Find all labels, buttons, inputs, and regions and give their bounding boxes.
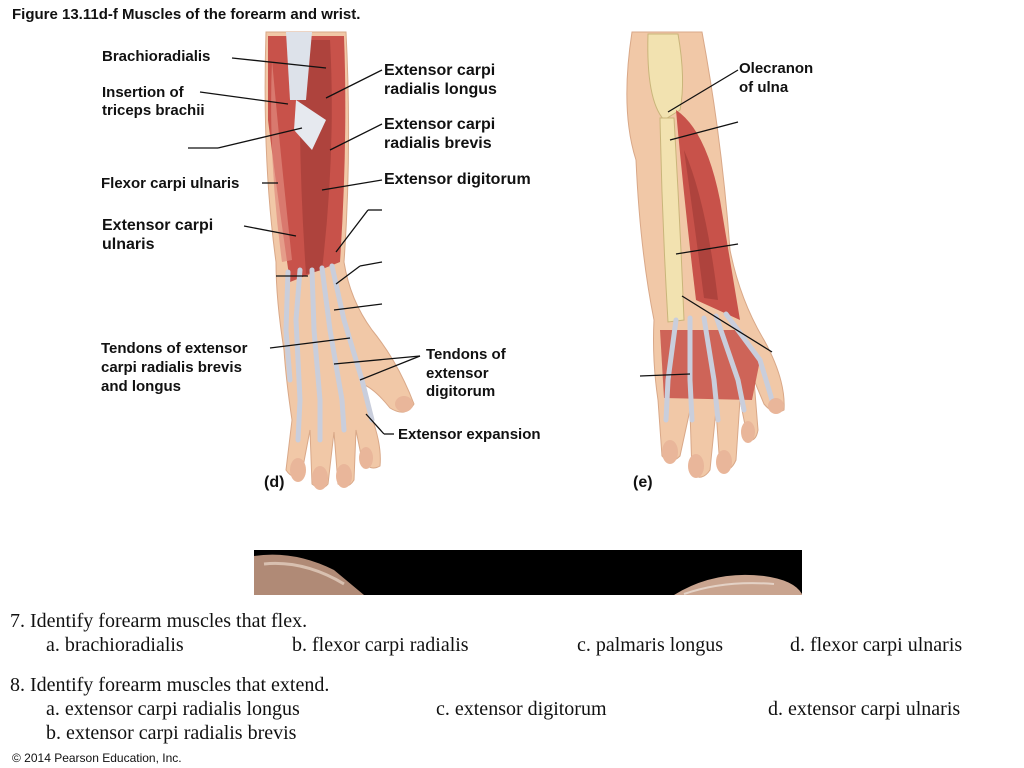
- label-tendons-ed-1: Tendons of: [426, 346, 506, 363]
- ulna-shaft: [659, 117, 685, 323]
- label-olecranon-2: of ulna: [739, 79, 789, 96]
- label-olecranon-1: Olecranon: [739, 60, 814, 77]
- figure-title: Figure 13.11d-f Muscles of the forearm a…: [12, 6, 361, 23]
- cadaver-photo-strip: [254, 550, 802, 595]
- label-ecrb-1: Extensor carpi: [384, 116, 496, 133]
- photo-strip-image: [254, 550, 802, 595]
- panel-e-tag: (e): [633, 474, 653, 491]
- question-7-option-b: b. flexor carpi radialis: [292, 634, 469, 656]
- question-8-option-d: d. extensor carpi ulnaris: [768, 698, 961, 720]
- label-tendons-ecr-2: carpi radialis brevis: [101, 359, 242, 376]
- olecranon-tendon: [294, 100, 326, 150]
- question-7: 7. Identify forearm muscles that flex.: [10, 610, 308, 632]
- label-ecrb-2: radialis brevis: [384, 135, 492, 152]
- forearm-d-muscle-shade: [299, 40, 332, 274]
- question-7-option-d: d. flexor carpi ulnaris: [790, 634, 963, 656]
- label-tendons-ed-3: digitorum: [426, 383, 496, 400]
- question-8-option-c: c. extensor digitorum: [436, 698, 607, 720]
- question-7-option-a: a. brachioradialis: [46, 634, 184, 656]
- copyright-notice: © 2014 Pearson Education, Inc.: [12, 751, 182, 765]
- label-ecrl-2: radialis longus: [384, 81, 497, 98]
- panel-d-tag: (d): [264, 474, 285, 491]
- humerus-ulna-bone: [647, 33, 684, 121]
- forearm-d: [264, 31, 415, 490]
- label-extensor-carpi-ulnaris-2: ulnaris: [102, 236, 155, 253]
- question-8-option-b: b. extensor carpi radialis brevis: [46, 722, 297, 744]
- label-ecrl-1: Extensor carpi: [384, 62, 496, 79]
- forearm-d-muscle-highlight: [271, 60, 292, 262]
- label-extensor-expansion: Extensor expansion: [398, 426, 541, 443]
- label-tendons-ed-2: extensor: [426, 365, 489, 382]
- question-8-option-a: a. extensor carpi radialis longus: [46, 698, 300, 720]
- label-tendons-ecr-3: and longus: [101, 378, 181, 395]
- tendons-e: [663, 311, 775, 423]
- question-8: 8. Identify forearm muscles that extend.: [10, 674, 330, 696]
- question-7-option-c: c. palmaris longus: [577, 634, 724, 656]
- tendons-d: [283, 263, 375, 443]
- forearm-e: [626, 31, 785, 478]
- triceps-tendon: [286, 32, 312, 100]
- leader-lines: [188, 57, 773, 435]
- fingertips-e: [662, 398, 784, 478]
- forearm-e-muscle-shade: [684, 150, 718, 300]
- label-extensor-carpi-ulnaris-1: Extensor carpi: [102, 217, 214, 234]
- fingertips-d: [290, 396, 413, 490]
- label-triceps-insertion-2: triceps brachii: [102, 102, 205, 119]
- label-flexor-carpi-ulnaris: Flexor carpi ulnaris: [101, 175, 240, 192]
- label-extensor-digitorum: Extensor digitorum: [384, 171, 531, 188]
- label-tendons-ecr-1: Tendons of extensor: [101, 340, 248, 357]
- label-triceps-insertion-1: Insertion of: [102, 84, 184, 101]
- forearm-illustration: [188, 31, 785, 490]
- forearm-e-muscles: [676, 110, 740, 320]
- label-brachioradialis: Brachioradialis: [102, 48, 211, 65]
